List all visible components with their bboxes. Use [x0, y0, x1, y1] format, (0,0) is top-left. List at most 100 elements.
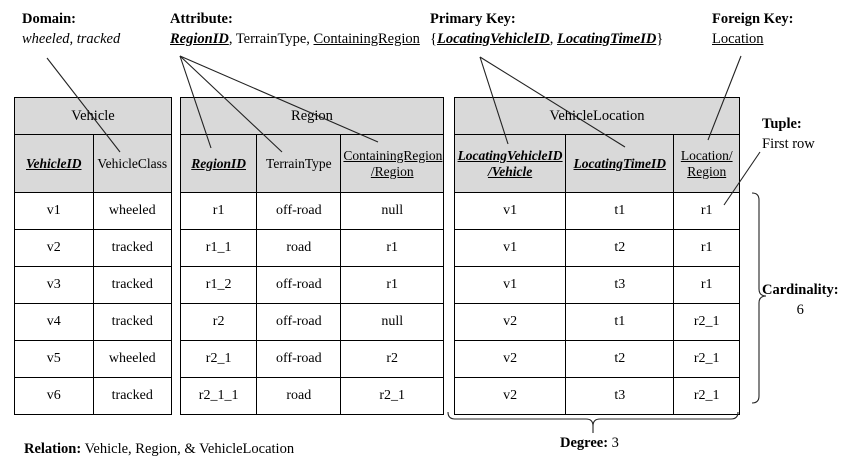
column-header: VehicleID: [14, 134, 94, 193]
primary-key-open-brace: {: [430, 30, 437, 47]
table-cell: road: [256, 377, 342, 415]
table-cell: t1: [565, 192, 675, 230]
column-header-line-1: VehicleClass: [97, 155, 168, 171]
table-cell: road: [256, 229, 342, 267]
tuple-value: First row: [762, 135, 815, 152]
domain-annotation: Domain: wheeled, tracked: [22, 10, 120, 49]
table-cell: v1: [453, 192, 567, 230]
table-cell: r1: [340, 266, 444, 304]
table-cell: r1_2: [179, 266, 258, 304]
table-cell: r1: [673, 192, 740, 230]
table-cell: v3: [14, 266, 94, 304]
table-cell: r1: [340, 229, 444, 267]
table-cell: t2: [565, 340, 675, 378]
column-header-line-2: Region: [687, 163, 727, 179]
table-cell: wheeled: [92, 192, 172, 230]
cardinality-label: Cardinality:: [762, 282, 839, 298]
table-cell: r1: [673, 266, 740, 304]
table-cell: r2: [179, 303, 258, 341]
table-cell: tracked: [92, 377, 172, 415]
attribute-key-part: RegionID: [170, 30, 229, 47]
table-cell: v2: [453, 303, 567, 341]
table-title-row: Vehicle: [14, 97, 172, 135]
table-cell: r2_1: [340, 377, 444, 415]
domain-label: Domain:: [22, 11, 76, 27]
column-header-line-1: RegionID: [191, 155, 247, 171]
table-cell: t3: [565, 377, 675, 415]
table-title: Region: [180, 97, 444, 135]
tuple-annotation: Tuple: First row: [762, 115, 815, 154]
table-header-row: LocatingVehicleID/Vehicle LocatingTimeID L…: [453, 134, 740, 193]
column-header: LocatingTimeID: [565, 134, 675, 193]
table-cell: null: [340, 303, 444, 341]
degree-annotation: Degree: 3: [560, 434, 619, 454]
tuple-label: Tuple:: [762, 116, 802, 132]
table-cell: r2: [340, 340, 444, 378]
primary-key-sep: ,: [549, 30, 557, 47]
column-header-line-1: LocatingTimeID: [573, 155, 667, 171]
table-cell: t1: [565, 303, 675, 341]
table-cell: r2_1_1: [179, 377, 258, 415]
table-cell: v4: [14, 303, 94, 341]
table-cell: off-road: [256, 340, 342, 378]
table-cell: v6: [14, 377, 94, 415]
column-header-line-1: Location/: [680, 147, 733, 163]
column-header-line-1: VehicleID: [26, 155, 82, 171]
table-title: Vehicle: [14, 97, 172, 135]
degree-value: 3: [611, 435, 619, 451]
column-header: ContainingRegion/Region: [340, 134, 444, 193]
primary-key-annotation: Primary Key: {LocatingVehicleID, Locatin…: [430, 10, 663, 49]
table-title: VehicleLocation: [454, 97, 740, 135]
primary-key-part-2: LocatingTimeID: [557, 30, 657, 47]
table-cell: off-road: [256, 303, 342, 341]
domain-value: wheeled, tracked: [22, 30, 121, 47]
column-header-line-2: /Vehicle: [487, 163, 533, 179]
column-header: TerrainType: [256, 134, 342, 193]
cardinality-value: 6: [796, 301, 804, 318]
table-cell: tracked: [92, 303, 172, 341]
table-title-row: VehicleLocation: [454, 97, 740, 135]
foreign-key-annotation: Foreign Key: Location: [712, 10, 793, 49]
relation-annotation: Relation: Vehicle, Region, & VehicleLoca…: [24, 440, 294, 460]
table-cell: r2_1: [673, 340, 740, 378]
table-cell: v2: [14, 229, 94, 267]
table-cell: v1: [453, 229, 567, 267]
table-cell: tracked: [92, 229, 172, 267]
foreign-key-label: Foreign Key:: [712, 11, 794, 27]
primary-key-close-brace: }: [656, 30, 664, 47]
column-header-line-1: LocatingVehicleID: [457, 147, 563, 163]
table-cell: r1: [179, 192, 258, 230]
column-header-line-1: ContainingRegion: [343, 147, 443, 163]
attribute-plain-part: TerrainType: [235, 30, 307, 47]
table-title-row: Region: [180, 97, 444, 135]
column-header: RegionID: [179, 134, 258, 193]
relation-value: Vehicle, Region, & VehicleLocation: [84, 441, 295, 457]
foreign-key-value: Location: [712, 30, 764, 47]
primary-key-part-1: LocatingVehicleID: [436, 30, 550, 47]
table-cell: v1: [453, 266, 567, 304]
table-cell: off-road: [256, 266, 342, 304]
table-cell: tracked: [92, 266, 172, 304]
table-cell: r1_1: [179, 229, 258, 267]
attribute-sep-2: ,: [306, 30, 314, 47]
relation-label: Relation:: [24, 441, 82, 457]
column-header-line-1: TerrainType: [266, 155, 332, 171]
column-header: Location/Region: [673, 134, 740, 193]
table-cell: v2: [453, 340, 567, 378]
